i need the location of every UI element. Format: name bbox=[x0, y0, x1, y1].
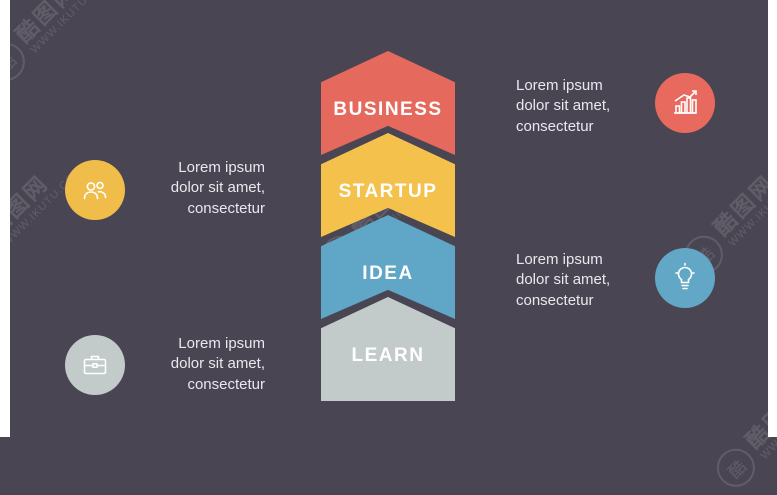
step-startup-label: STARTUP bbox=[338, 181, 438, 202]
briefcase-icon bbox=[79, 349, 111, 381]
lightbulb-icon bbox=[669, 262, 701, 294]
step-learn-label: LEARN bbox=[351, 345, 425, 366]
watermark-logo: 酷 bbox=[709, 440, 763, 495]
bar-chart-icon bbox=[669, 87, 701, 119]
annotation-startup-text: Lorem ipsum dolor sit amet, consectetur bbox=[170, 159, 265, 217]
left-edge-bar bbox=[0, 0, 10, 437]
right-edge-bar bbox=[768, 0, 777, 437]
annotation-business-circle bbox=[655, 73, 715, 133]
annotation-idea-text: Lorem ipsum dolor sit amet, consectetur bbox=[516, 251, 611, 309]
step-learn: LEARN bbox=[321, 297, 455, 401]
chevron-stack: BUSINESS STARTUP IDEA LEARN bbox=[321, 51, 455, 401]
annotation-business-text: Lorem ipsum dolor sit amet, consectetur bbox=[516, 77, 611, 135]
watermark-brand: 酷图网 bbox=[10, 0, 82, 48]
annotation-startup-circle bbox=[65, 160, 125, 220]
step-business-label: BUSINESS bbox=[333, 99, 443, 120]
annotation-learn-text: Lorem ipsum dolor sit amet, consectetur bbox=[170, 335, 265, 393]
watermark-brand: 酷图网 bbox=[708, 169, 777, 241]
annotation-learn-circle bbox=[65, 335, 125, 395]
team-icon bbox=[79, 174, 111, 206]
annotation-idea-circle bbox=[655, 248, 715, 308]
step-idea-label: IDEA bbox=[362, 263, 414, 284]
watermark-site: WWW.IKUTU.COM bbox=[28, 0, 114, 57]
